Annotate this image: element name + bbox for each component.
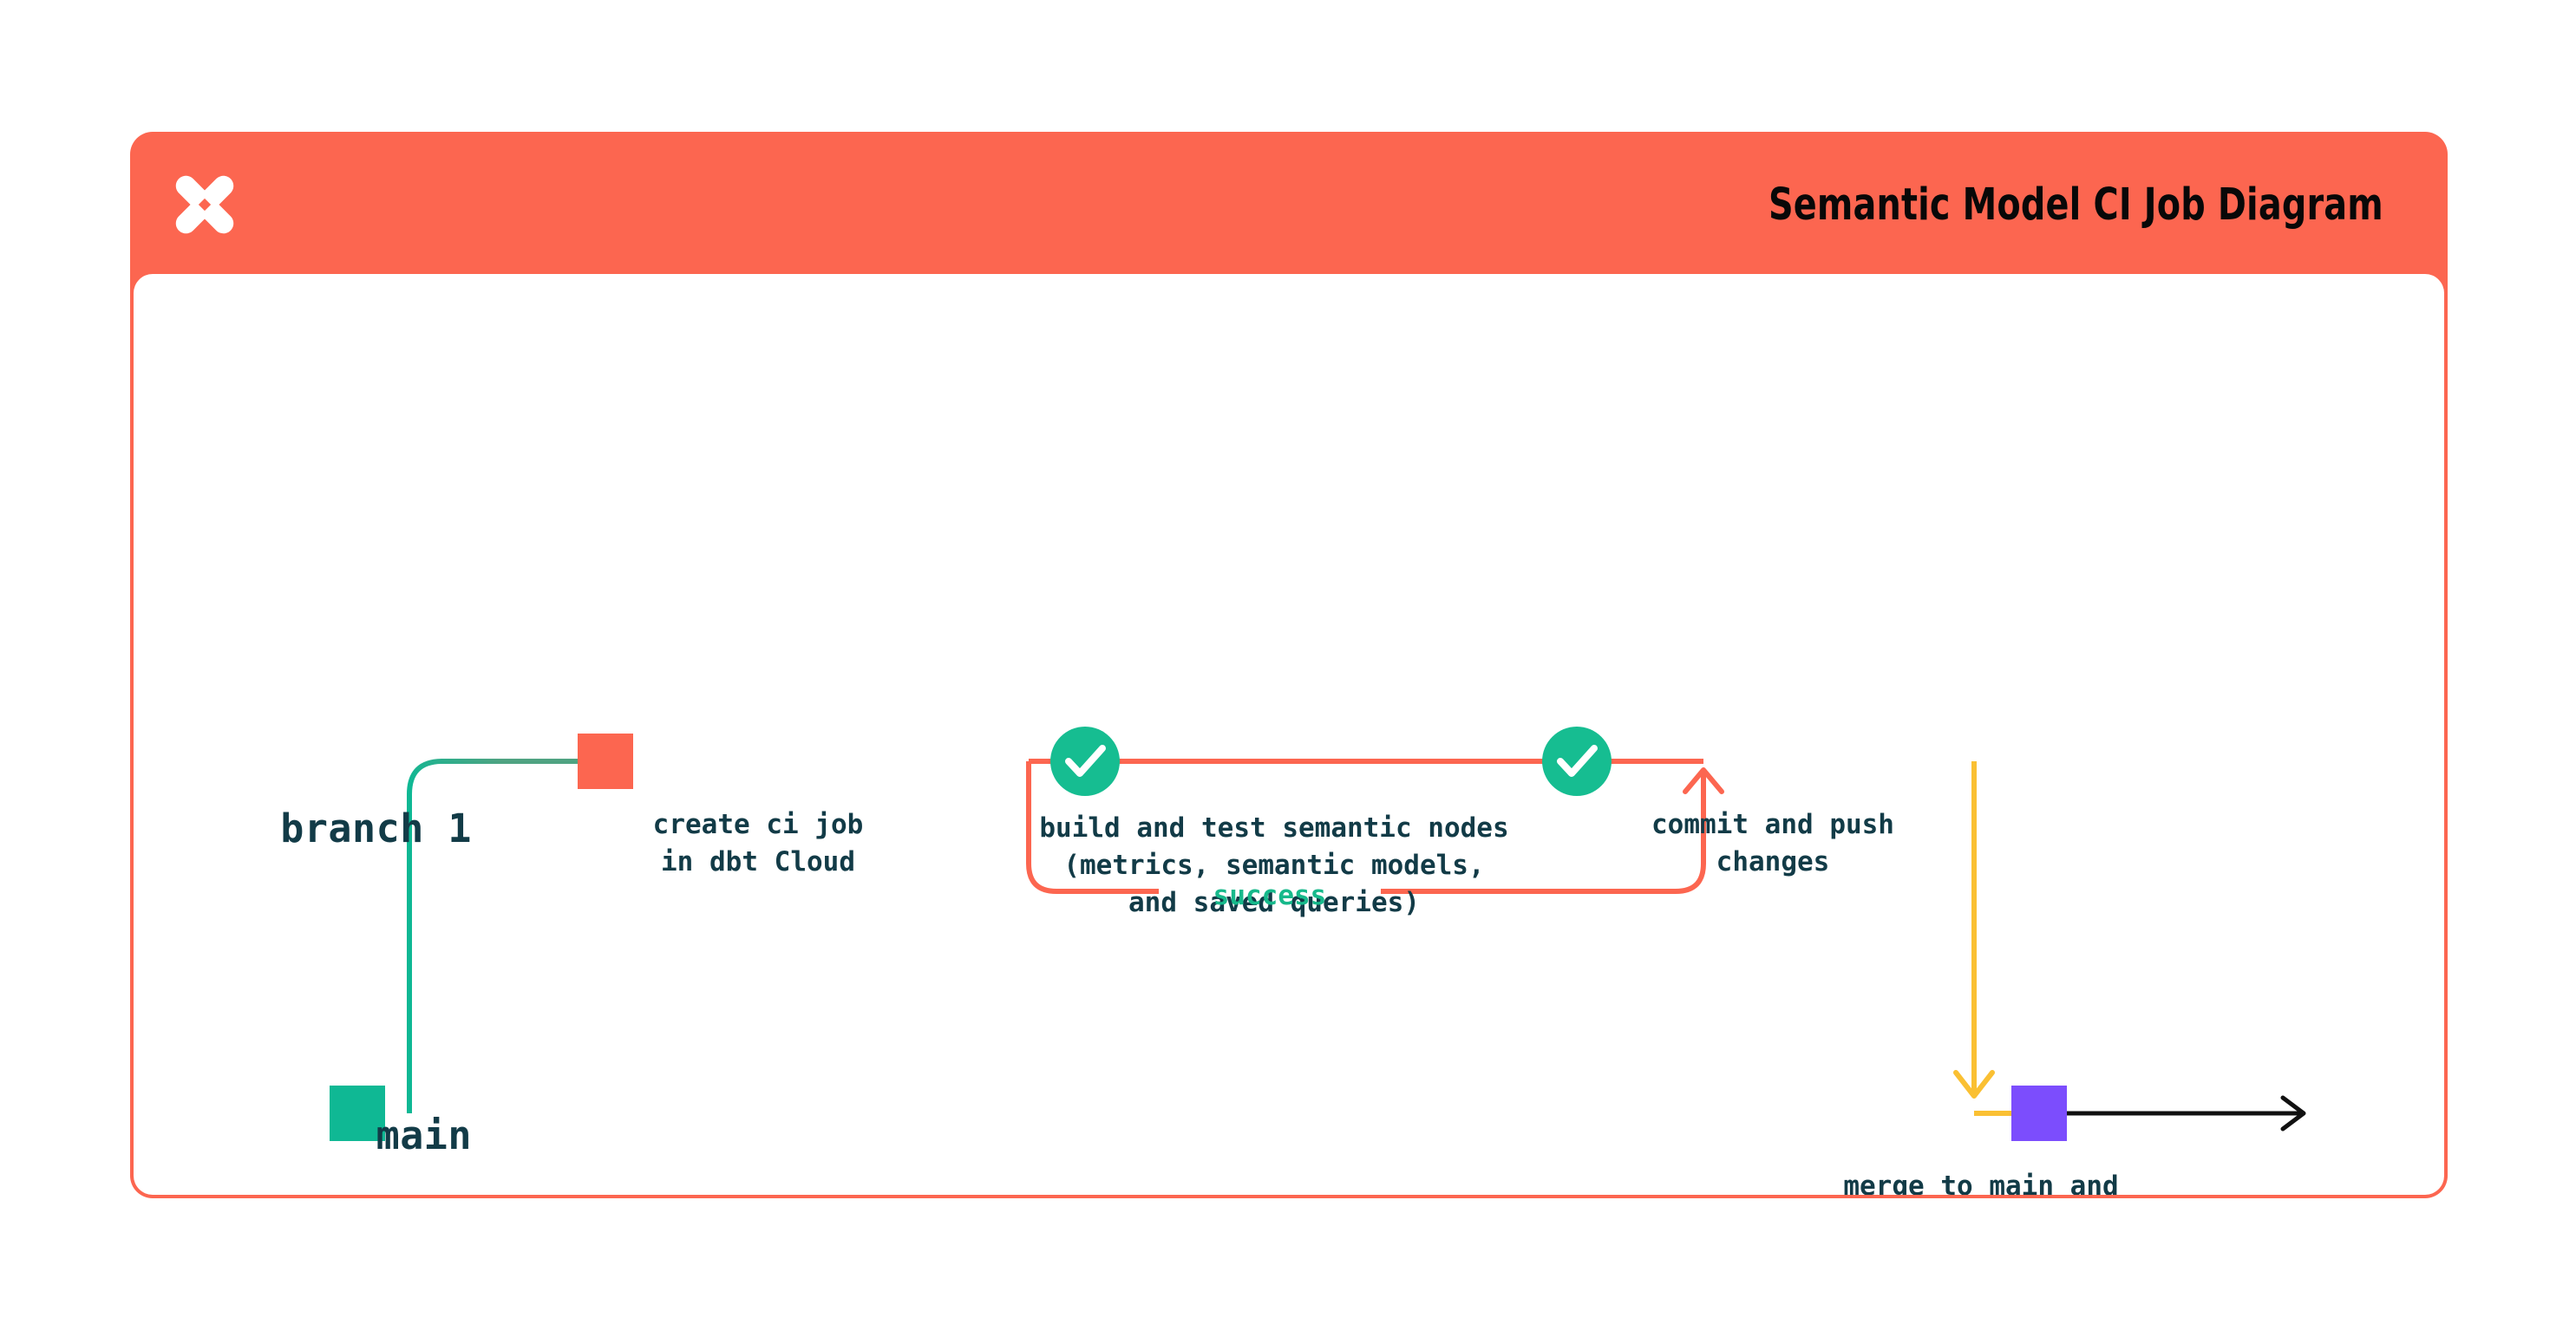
branch-flow-diagram xyxy=(330,727,2306,1141)
lane-label-main: main xyxy=(376,1112,472,1158)
node-build-and-test[interactable] xyxy=(1050,727,1120,796)
caption-commit-and-push: commit and push changes xyxy=(1651,809,1894,877)
main-continuation-arrow xyxy=(2055,1095,2306,1132)
merge-down-edge xyxy=(1953,761,2011,1116)
node-commit-and-push[interactable] xyxy=(1542,727,1612,796)
node-merge-to-main[interactable] xyxy=(2011,1086,2067,1141)
edge-label-success: success xyxy=(1213,880,1327,911)
caption-merge-to-main: merge to main and deploy to production xyxy=(1843,1171,2119,1195)
lane-label-branch: branch 1 xyxy=(280,805,472,851)
node-create-ci-job[interactable] xyxy=(578,734,633,789)
success-loop-edge xyxy=(1026,761,1724,894)
caption-build-and-test: build and test semantic nodes (metrics, … xyxy=(1039,812,1509,918)
check-icon xyxy=(1557,745,1598,777)
check-icon xyxy=(1065,745,1106,777)
diagram-card: Semantic Model CI Job Diagram xyxy=(130,132,2448,1198)
node-main-start[interactable] xyxy=(330,1086,385,1141)
card-header: Semantic Model CI Job Diagram xyxy=(130,132,2448,277)
dbt-logo-icon xyxy=(175,175,234,234)
caption-create-ci-job: create ci job in dbt Cloud xyxy=(652,809,864,877)
page-title: Semantic Model CI Job Diagram xyxy=(1769,179,2383,231)
card-body: branch 1 main create ci job in dbt Cloud… xyxy=(134,274,2444,1195)
